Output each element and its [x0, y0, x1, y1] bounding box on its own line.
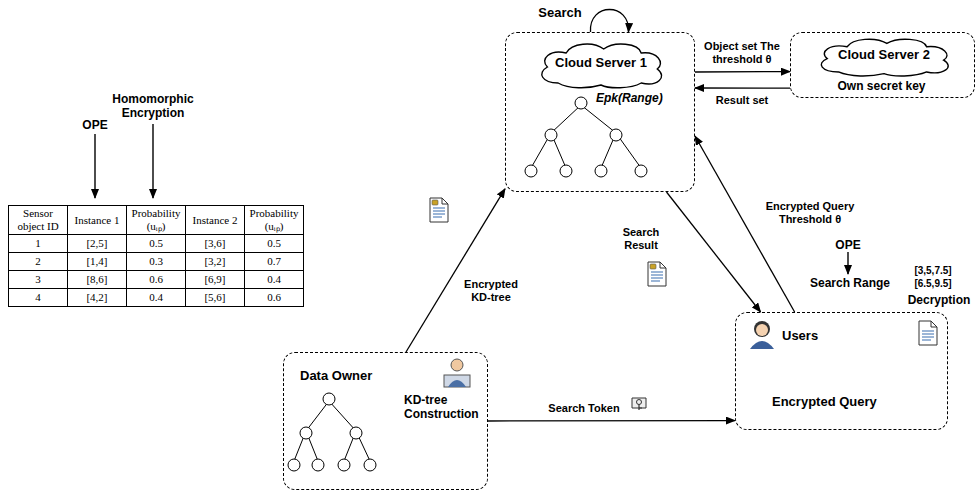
table-cell: [5,6] [186, 289, 245, 307]
node-title: Users [782, 329, 862, 343]
server-box: Own secret key Cloud Server 2 [790, 32, 975, 98]
table-cell: 0.7 [245, 253, 304, 271]
server-box: Epk(Range) Cloud Server 1 [505, 32, 695, 192]
table-cell: 1 [9, 235, 68, 253]
key-icon [632, 398, 646, 410]
table-cell: 2 [9, 253, 68, 271]
node-title: Own secret key [791, 79, 972, 93]
edge-label: Object set The threshold θ [696, 40, 788, 66]
flow-arrow [695, 71, 790, 73]
ope-arrow [847, 252, 848, 274]
annotation-label: OPE [823, 238, 873, 252]
edge-label: Result set [697, 94, 787, 107]
edge-label: Search Result [612, 226, 670, 252]
node-title: Cloud Server 2 [813, 48, 955, 62]
cloud-shape: Cloud Server 2 [813, 35, 955, 77]
node-title: Epk(Range) [596, 91, 686, 105]
table-cell: [8,6] [68, 271, 127, 289]
annotation-label: OPE [70, 118, 120, 132]
edge-label: Search [535, 6, 585, 19]
table-header: Instance 1 [68, 206, 127, 235]
annotation-label: Decryption [902, 293, 976, 307]
table-cell: 0.5 [127, 235, 186, 253]
edge-label: Encrypted Query Threshold θ [756, 200, 864, 226]
flow-arrow [667, 192, 761, 312]
table-cell: [3,6] [186, 235, 245, 253]
flow-arrow [695, 87, 790, 88]
flow-arrow [590, 10, 628, 33]
flow-arrow [406, 189, 505, 352]
table-cell: 3 [9, 271, 68, 289]
table-header: Probability (uᵢₚ) [245, 206, 304, 235]
table-header: Sensor object ID [9, 206, 68, 235]
annotation-label: [6.5,9.5] [898, 277, 968, 291]
table-header: Instance 2 [186, 206, 245, 235]
table-cell: 0.5 [245, 235, 304, 253]
node-title: Cloud Server 1 [534, 56, 668, 70]
users-box: UsersEncrypted Query [735, 312, 948, 430]
cloud-shape: Cloud Server 1 [534, 39, 668, 89]
flow-arrow [488, 420, 735, 422]
table-cell: [3,2] [186, 253, 245, 271]
document-icon [648, 262, 666, 286]
table-cell: [1,4] [68, 253, 127, 271]
table-cell: 4 [9, 289, 68, 307]
annotation-label: Search Range [800, 276, 900, 290]
node-illustration [736, 313, 949, 431]
he-arrow [152, 124, 153, 198]
node-subtitle: Encrypted Query [772, 395, 912, 409]
ope-arrow [94, 134, 95, 198]
table-cell: [6,9] [186, 271, 245, 289]
table-header: Probability (uᵢₚ) [127, 206, 186, 235]
document-icon [430, 198, 448, 222]
table-cell: 0.3 [127, 253, 186, 271]
table-cell: [2,5] [68, 235, 127, 253]
table-cell: 0.4 [245, 271, 304, 289]
table-cell: 0.6 [127, 271, 186, 289]
node-subtitle: KD-tree Construction [404, 393, 488, 421]
data-table: Sensor object IDInstance 1Probability (u… [8, 205, 304, 307]
annotation-label: Homomorphic Encryption [103, 92, 203, 120]
table-cell: [4,2] [68, 289, 127, 307]
edge-label: Search Token [540, 402, 628, 415]
table-cell: 0.4 [127, 289, 186, 307]
annotation-label: [3,5,7.5] [898, 264, 968, 278]
edge-label: Encrypted KD-tree [455, 278, 527, 304]
node-title: Data Owner [300, 369, 400, 383]
data-owner-box: Data OwnerKD-tree Construction [283, 352, 488, 490]
table-cell: 0.6 [245, 289, 304, 307]
